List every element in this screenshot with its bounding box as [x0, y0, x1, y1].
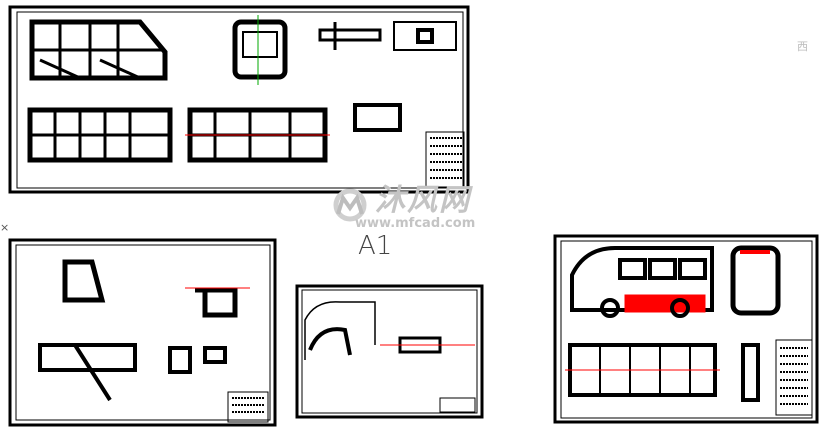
watermark-url: www.mfcad.com	[355, 216, 476, 231]
side-glyph: 西	[797, 40, 808, 53]
drawing-sheet-door-assembly	[295, 284, 484, 419]
drawing-sheet-cab-section	[8, 238, 277, 427]
drawing-sheet-bus-body	[553, 234, 819, 424]
watermark-name: 沐风网	[375, 183, 471, 218]
drawing-sheet-chassis-frame	[8, 5, 470, 194]
cursor-mark-icon: ×	[0, 221, 10, 234]
mfcad-logo-icon	[333, 188, 367, 222]
watermark: 沐风网	[375, 185, 471, 216]
sheet-size-label: A1	[358, 231, 393, 261]
